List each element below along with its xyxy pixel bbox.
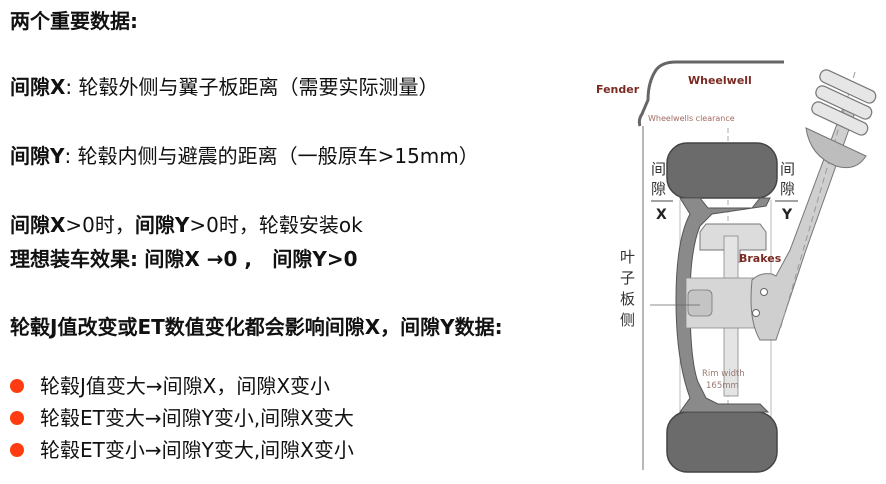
definition-gap-y: 间隙Y: 轮毂内侧与避震的距离（一般原车>15mm） (10, 143, 479, 169)
coil-spring (811, 69, 877, 136)
ideal-line: 理想装车效果: 间隙X →0 , 间隙Y>0 (10, 246, 358, 272)
tire-bottom (666, 411, 778, 473)
brakes-label: Brakes (739, 252, 782, 265)
knuckle-bolt (752, 309, 760, 317)
bullet-dot (10, 379, 24, 393)
rim-profile (675, 197, 771, 413)
leaf-side-char: 侧 (620, 311, 635, 329)
gap-y-char: 间 (780, 160, 795, 178)
bullet-dot (10, 411, 24, 425)
condition-line: 间隙X>0时，间隙Y>0时，轮毂安装ok (10, 212, 363, 238)
gap-x-letter: X (656, 207, 667, 223)
steering-knuckle (750, 99, 859, 341)
bullet-item: 轮毂J值变大→间隙X，间隙X变小 (40, 374, 331, 398)
bullet-dot (10, 443, 24, 457)
leaf-side-char: 叶 (620, 248, 635, 266)
desc-gap-x: 轮毂外侧与翼子板距离（需要实际测量） (78, 75, 439, 99)
wheel-clearance-diagram: Fender Wheelwell Wheelwells clearance Br… (596, 60, 877, 473)
tire-top (666, 142, 778, 199)
hub-mount (687, 289, 713, 317)
clearance-label: Wheelwells clearance (648, 114, 735, 123)
spring-seat (805, 127, 867, 169)
knuckle-bolt (760, 288, 768, 296)
condition-text: >0时， (65, 213, 135, 237)
condition-gap-y: 间隙Y (134, 213, 190, 237)
leaf-side-char: 子 (620, 269, 635, 287)
gap-y-letter: Y (781, 207, 793, 223)
term-separator: : (64, 144, 78, 168)
ideal-gap-y: 间隙Y>0 (272, 247, 358, 271)
page-heading: 两个重要数据: (10, 9, 138, 33)
ideal-gap-x: 间隙X →0 , (144, 247, 252, 271)
condition-text: >0时，轮毂安装ok (189, 213, 363, 237)
gap-y-char: 隙 (780, 180, 795, 198)
term-gap-y: 间隙Y (10, 144, 65, 168)
ideal-label: 理想装车效果: (10, 247, 138, 271)
bullet-item: 轮毂ET变大→间隙Y变小,间隙X变大 (40, 406, 354, 430)
wheelwell-label: Wheelwell (688, 74, 752, 87)
gap-x-char: 间 (651, 160, 666, 178)
gap-x-char: 隙 (651, 180, 666, 198)
term-gap-x: 间隙X (10, 75, 66, 99)
term-separator: : (65, 75, 79, 99)
rim-width-value: 165mm (706, 381, 739, 391)
rim-width-label: Rim width (702, 369, 745, 379)
bullet-item: 轮毂ET变小→间隙Y变大,间隙X变小 (40, 438, 354, 462)
definition-gap-x: 间隙X: 轮毂外侧与翼子板距离（需要实际测量） (10, 74, 439, 100)
desc-gap-y: 轮毂内侧与避震的距离（一般原车>15mm） (77, 144, 479, 168)
fender-outline (637, 60, 784, 127)
fender-label: Fender (596, 83, 640, 96)
influence-heading: 轮毂J值改变或ET数值变化都会影响间隙X，间隙Y数据: (10, 315, 503, 339)
leaf-side-char: 板 (620, 290, 635, 308)
condition-gap-x: 间隙X (10, 213, 66, 237)
